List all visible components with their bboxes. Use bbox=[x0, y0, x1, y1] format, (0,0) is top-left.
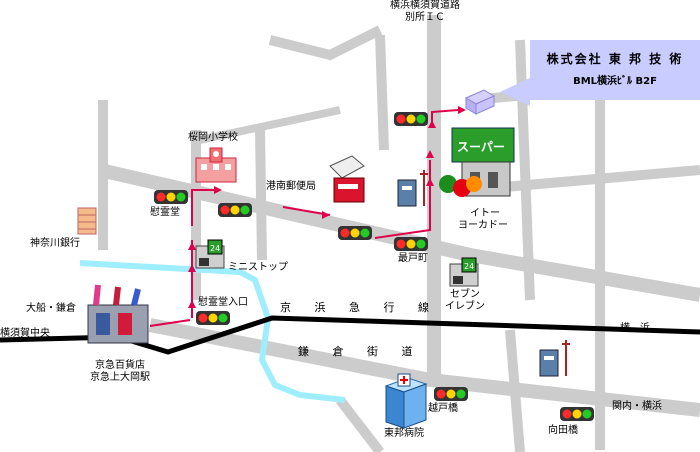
company-pointer-arrow bbox=[500, 78, 530, 106]
label-yokohama: 横 浜 bbox=[620, 323, 650, 334]
arrowhead-5 bbox=[322, 211, 330, 219]
label-yokosuka-chuo: 横須賀中央 bbox=[0, 328, 50, 339]
traffic-light-icon bbox=[394, 112, 428, 126]
company-name: 株式会社 東 邦 技 術 bbox=[546, 52, 684, 66]
arrowhead-6 bbox=[426, 150, 434, 158]
svg-text:24: 24 bbox=[210, 244, 220, 253]
convenience-store-icon: 24 bbox=[195, 239, 225, 269]
label-saido-cho: 最戸町 bbox=[398, 253, 428, 264]
label-ofuna-kamakura: 大船・鎌倉 bbox=[26, 303, 76, 314]
label-ireido-entrance: 慰霊堂入口 bbox=[198, 297, 248, 308]
arrowhead-7 bbox=[426, 178, 434, 186]
label-sakuraoka-school: 桜岡小学校 bbox=[188, 132, 238, 143]
supermarket-sign-text: スーパー bbox=[457, 140, 505, 154]
road-mid-vertical bbox=[255, 129, 267, 261]
post-box-icon bbox=[397, 170, 428, 207]
label-konan-post-office: 港南郵便局 bbox=[266, 181, 316, 192]
label-yokohama-yokosuka-road: 横浜横須賀道路 bbox=[390, 0, 460, 11]
label-seven-eleven-line2: イレブン bbox=[445, 301, 485, 312]
office-building-icon bbox=[464, 89, 496, 115]
road-north-left bbox=[375, 34, 389, 151]
hospital-icon bbox=[384, 373, 428, 429]
label-ireido: 慰霊堂 bbox=[150, 207, 180, 218]
arrowhead-4 bbox=[214, 186, 222, 194]
road-school-horizontal bbox=[199, 106, 341, 144]
traffic-light-icon bbox=[434, 387, 468, 401]
arrowhead-9 bbox=[458, 106, 466, 114]
label-toho-hospital: 東邦病院 bbox=[384, 428, 424, 439]
road-lower-branch bbox=[336, 396, 384, 452]
post-box-icon bbox=[539, 340, 570, 377]
svg-text:24: 24 bbox=[464, 262, 474, 271]
route-arrowheads bbox=[188, 106, 466, 308]
label-ito-yokado-line1: イトー bbox=[470, 208, 500, 219]
traffic-lights bbox=[154, 112, 594, 421]
label-ministop: ミニストップ bbox=[228, 262, 288, 273]
label-keikyu-department-store: 京急百貨店 bbox=[95, 360, 145, 371]
traffic-light-icon bbox=[560, 407, 594, 421]
supermarket-icon bbox=[439, 127, 515, 197]
school-icon bbox=[195, 147, 237, 183]
route-segment-3 bbox=[191, 189, 220, 226]
traffic-light-icon bbox=[338, 226, 372, 240]
arrowhead-3 bbox=[188, 242, 196, 250]
label-mukaidabashi: 向田橋 bbox=[548, 425, 578, 436]
river bbox=[79, 260, 346, 403]
arrowhead-1 bbox=[188, 300, 196, 308]
bank-building-icon bbox=[77, 207, 97, 235]
convenience-store-icon: 24 bbox=[449, 257, 479, 287]
traffic-light-icon bbox=[154, 190, 188, 204]
label-ito-yokado-line2: ヨーカドー bbox=[458, 220, 508, 231]
route-segment-1 bbox=[149, 319, 191, 327]
road-kamakura-kaido bbox=[148, 318, 700, 417]
company-address: BML横浜ﾋﾞﾙ B2F bbox=[573, 76, 657, 87]
label-keikyu-line: 京 浜 急 行 線 bbox=[280, 301, 439, 314]
traffic-light-icon bbox=[218, 203, 252, 217]
label-kamakura-kaido: 鎌 倉 街 道 bbox=[298, 345, 423, 358]
post-office-icon bbox=[329, 155, 365, 203]
company-label-box: 株式会社 東 邦 技 術 BML横浜ﾋﾞﾙ B2F bbox=[530, 40, 700, 100]
label-seven-eleven-line1: セブン bbox=[450, 289, 480, 300]
label-kanagawa-bank: 神奈川銀行 bbox=[30, 238, 80, 249]
arrowhead-2 bbox=[188, 264, 196, 272]
road-far-lower bbox=[505, 329, 525, 452]
traffic-light-icon bbox=[394, 237, 428, 251]
label-koshidobashi: 越戸橋 bbox=[428, 403, 458, 414]
label-kannai-yokohama: 関内・横浜 bbox=[612, 401, 662, 412]
road-main-diagonal bbox=[98, 163, 700, 302]
label-bessho-ic: 別所ＩＣ bbox=[405, 12, 445, 23]
road-upper-diagonal bbox=[268, 25, 383, 61]
arrowhead-8 bbox=[428, 120, 436, 128]
label-keikyu-kamiooka-station: 京急上大岡駅 bbox=[90, 372, 150, 383]
traffic-light-icon bbox=[196, 311, 230, 325]
department-store-icon bbox=[87, 284, 149, 344]
